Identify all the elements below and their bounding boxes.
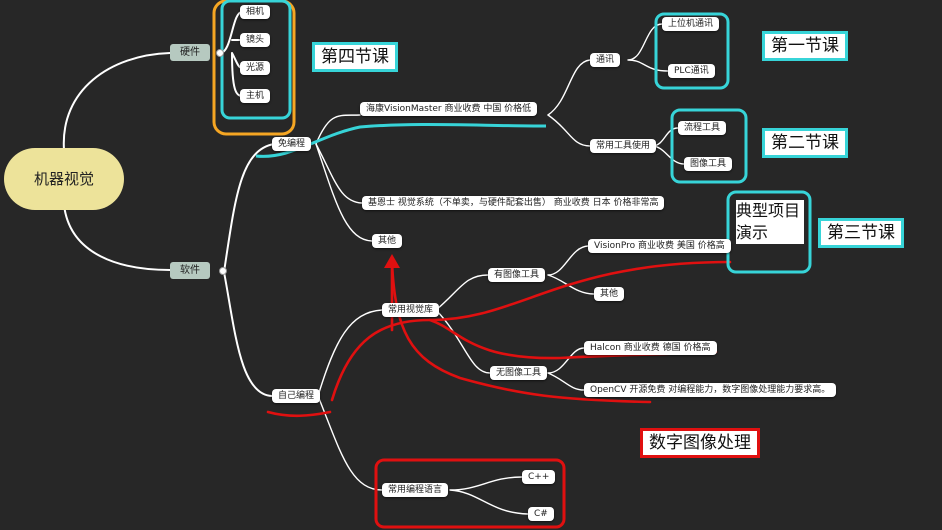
red-stroke-vision-lib — [330, 260, 732, 402]
edge-lib-with — [435, 274, 489, 311]
edge-lang-items — [449, 476, 529, 515]
red-underline-selfcode — [266, 410, 332, 418]
with-tools-other-node[interactable]: 其他 — [594, 287, 625, 301]
annotation-lesson1: 第一节课 — [762, 31, 848, 61]
annotation-lesson3: 第三节课 — [818, 218, 904, 248]
hardware-item-lens[interactable]: 镜头 — [240, 33, 271, 47]
nocode-node[interactable]: 免编程 — [272, 137, 312, 151]
edge-without-items — [547, 347, 585, 391]
tools-node[interactable]: 常用工具使用 — [590, 139, 657, 153]
hardware-item-light[interactable]: 光源 — [240, 61, 271, 75]
edge-selfcode-lib — [317, 309, 383, 397]
root-node[interactable]: 机器视觉 — [4, 148, 124, 210]
hikvision-node[interactable]: 海康VisionMaster 商业收费 中国 价格低 — [360, 102, 538, 116]
keyence-node[interactable]: 基恩士 视觉系统（不单卖，与硬件配套出售） 商业收费 日本 价格非常高 — [362, 196, 665, 210]
annotation-lesson2: 第二节课 — [762, 128, 848, 158]
hardware-item-host[interactable]: 主机 — [240, 89, 271, 103]
edge-hik-comm — [547, 59, 591, 116]
annotation-lesson4: 第四节课 — [312, 42, 398, 72]
hardware-cyan-box — [220, 0, 292, 120]
software-toggle[interactable] — [219, 267, 227, 275]
comm-host-node[interactable]: 上位机通讯 — [662, 17, 720, 31]
edge-software-nocode — [223, 143, 275, 273]
red-arrow-head — [384, 254, 400, 268]
halcon-node[interactable]: Halcon 商业收费 德国 价格高 — [584, 341, 717, 355]
hardware-toggle[interactable] — [216, 49, 224, 57]
edge-hik-tools — [547, 114, 591, 147]
comm-plc-node[interactable]: PLC通讯 — [668, 64, 715, 78]
demo-cyan-box — [726, 190, 812, 274]
edge-software-selfcode — [223, 271, 273, 397]
annotation-demo: 典型项目演示 — [736, 200, 804, 244]
nocode-other-node[interactable]: 其他 — [372, 234, 403, 248]
cyan-underline — [255, 122, 547, 158]
comm-node[interactable]: 通讯 — [590, 53, 621, 67]
comm-cyan-box — [654, 12, 730, 90]
lang-red-box — [374, 458, 566, 529]
edge-root-hardware — [62, 52, 171, 151]
lang-csharp-node[interactable]: C# — [528, 507, 554, 521]
visionpro-node[interactable]: VisionPro 商业收费 美国 价格高 — [588, 239, 731, 253]
without-tools-node[interactable]: 无图像工具 — [490, 366, 548, 380]
tools-image-node[interactable]: 图像工具 — [684, 157, 733, 171]
vision-lib-node[interactable]: 常用视觉库 — [382, 303, 440, 317]
edge-selfcode-lang — [317, 395, 383, 491]
edge-nocode-other — [315, 143, 373, 242]
hardware-node[interactable]: 硬件 — [170, 44, 210, 61]
edge-comm-items — [627, 23, 669, 72]
lang-cpp-node[interactable]: C++ — [522, 470, 556, 484]
edge-with-items — [547, 245, 595, 295]
edge-nocode-keyence — [315, 143, 363, 204]
software-node[interactable]: 软件 — [170, 262, 210, 279]
edge-root-software — [63, 204, 171, 271]
selfcode-node[interactable]: 自己编程 — [272, 389, 321, 403]
tools-flow-node[interactable]: 流程工具 — [678, 121, 727, 135]
edge-nocode-hik — [315, 114, 361, 145]
edge-hardware-items — [219, 11, 243, 97]
red-stroke-opencv — [390, 260, 652, 404]
languages-node[interactable]: 常用编程语言 — [382, 483, 449, 497]
hardware-item-camera[interactable]: 相机 — [240, 5, 271, 19]
annotation-dip: 数字图像处理 — [640, 428, 760, 458]
opencv-node[interactable]: OpenCV 开源免费 对编程能力，数字图像处理能力要求高。 — [584, 383, 837, 397]
tools-cyan-box — [670, 108, 748, 184]
with-tools-node[interactable]: 有图像工具 — [488, 268, 546, 282]
